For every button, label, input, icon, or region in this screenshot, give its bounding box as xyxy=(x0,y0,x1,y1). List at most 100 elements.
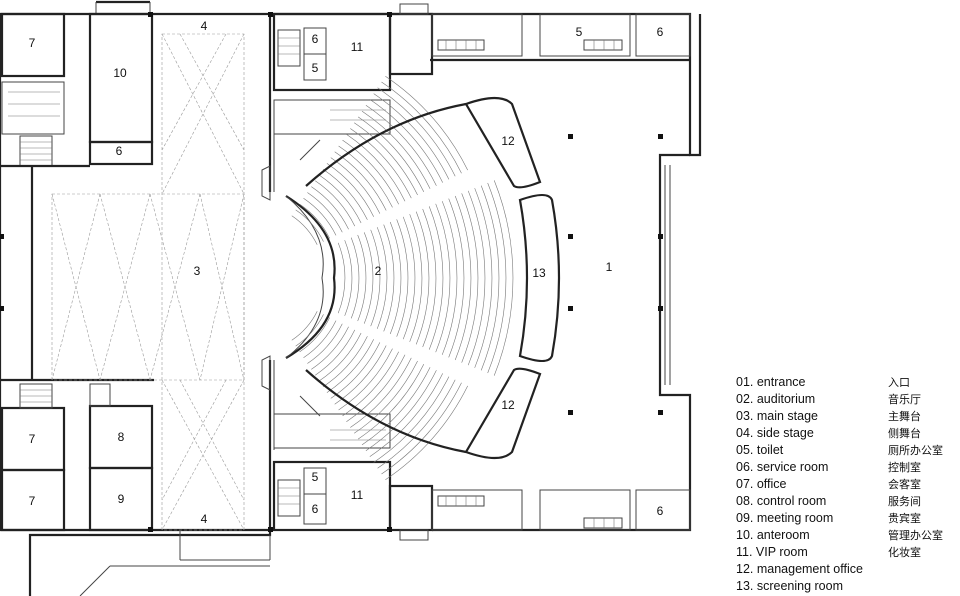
legend-label-zh: 管理办公室 xyxy=(888,529,943,542)
stage-grid xyxy=(51,33,245,531)
legend-label: 13. screening room xyxy=(736,579,844,593)
legend-label: 06. service room xyxy=(736,460,829,474)
label-office-c: 7 xyxy=(29,494,36,508)
seat-row xyxy=(291,215,318,245)
legend-row: 10. anteroom 管理办公室 xyxy=(736,527,958,544)
seat-row xyxy=(338,145,393,208)
seat-row xyxy=(357,363,425,440)
seat-row xyxy=(467,190,486,366)
legend-label: 10. anteroom xyxy=(736,528,810,542)
legend-row: 07. office 会客室 xyxy=(736,476,958,493)
legend-row: 12. management office xyxy=(736,561,958,578)
label-office-b: 7 xyxy=(29,432,36,446)
legend-row: 05. toilet 厕所办公室 xyxy=(736,442,958,459)
legend-row: 13. screening room xyxy=(736,578,958,595)
seat-row xyxy=(422,208,437,348)
legend-row: 06. service room 控制室 xyxy=(736,459,958,476)
label-service-bottom-right: 6 xyxy=(657,504,664,518)
seat-row xyxy=(389,221,402,335)
legend-row: 04. side stage 侧舞台 xyxy=(736,425,958,442)
seat-row xyxy=(357,234,367,322)
seat-row xyxy=(299,317,330,353)
seat-row xyxy=(299,203,330,239)
seat-row xyxy=(461,193,479,363)
seat-row xyxy=(326,163,374,217)
seat-row xyxy=(428,206,444,350)
seat-row xyxy=(303,320,337,358)
label-side-stage-top: 4 xyxy=(201,19,208,33)
seat-row xyxy=(334,151,387,211)
seat-row xyxy=(435,203,451,353)
legend-row: 08. control room 服务间 xyxy=(736,493,958,510)
seat-row xyxy=(334,345,387,405)
seat-rows xyxy=(291,75,514,481)
label-anteroom: 10 xyxy=(113,66,127,80)
seat-row xyxy=(338,348,393,411)
top-right-rooms xyxy=(388,3,691,76)
label-service-top-left: 6 xyxy=(312,32,319,46)
seat-row xyxy=(337,242,346,314)
seat-row xyxy=(396,219,409,337)
legend-label-zh: 化妆室 xyxy=(888,546,921,559)
seat-row xyxy=(346,134,406,202)
seat-row xyxy=(365,105,437,186)
seat-row xyxy=(354,122,418,196)
legend-label: 09. meeting room xyxy=(736,511,834,525)
seat-row xyxy=(350,237,360,319)
legend-row: 09. meeting room 贵宾室 xyxy=(736,510,958,527)
seat-row xyxy=(322,168,368,220)
seat-row xyxy=(311,186,349,230)
legend-label: 12. management office xyxy=(736,562,863,576)
seat-row xyxy=(342,351,399,417)
seat-row xyxy=(441,201,458,355)
seat-row xyxy=(346,354,406,422)
seat-row xyxy=(454,195,472,361)
label-vip-bottom: 11 xyxy=(351,488,364,502)
label-service-top-right: 6 xyxy=(657,25,664,39)
seat-row xyxy=(295,209,324,242)
legend-row: 01. entrance 入口 xyxy=(736,374,958,391)
legend-label: 07. office xyxy=(736,477,787,491)
seat-row xyxy=(370,229,381,327)
seat-row xyxy=(322,336,368,388)
seat-row xyxy=(385,385,468,481)
seat-row xyxy=(357,116,425,193)
seat-row xyxy=(361,110,431,189)
legend-label: 08. control room xyxy=(736,494,827,508)
seat-row xyxy=(377,379,456,469)
seat-row xyxy=(344,240,353,316)
seat-row xyxy=(303,198,337,236)
seat-row xyxy=(385,75,468,171)
seat-row xyxy=(307,192,343,233)
seat-row xyxy=(448,198,465,358)
seat-row xyxy=(373,93,450,180)
label-management-bottom: 12 xyxy=(501,398,515,412)
seat-row xyxy=(361,367,431,446)
seat-row xyxy=(369,99,443,183)
label-main-stage: 3 xyxy=(194,264,201,278)
seat-row xyxy=(291,311,318,341)
seat-row xyxy=(311,326,349,370)
seat-row xyxy=(402,216,416,340)
legend-row: 02. auditorium 音乐厅 xyxy=(736,391,958,408)
label-office-a: 7 xyxy=(29,36,36,50)
label-entrance: 1 xyxy=(606,260,613,274)
seat-row xyxy=(315,329,356,376)
seat-row xyxy=(318,174,362,224)
legend-label: 02. auditorium xyxy=(736,392,816,406)
legend-label-zh: 服务间 xyxy=(888,495,921,508)
seat-row xyxy=(350,128,412,199)
label-management-top: 12 xyxy=(501,134,515,148)
seat-row xyxy=(363,232,374,324)
legend-label-zh: 侧舞台 xyxy=(888,427,921,440)
label-vip-top: 11 xyxy=(351,40,364,54)
seat-row xyxy=(365,370,437,451)
legend-label-zh: 音乐厅 xyxy=(888,393,921,406)
structural-columns xyxy=(0,12,663,532)
seat-row xyxy=(350,357,412,428)
label-auditorium: 2 xyxy=(375,264,382,278)
label-toilet-top-right: 5 xyxy=(576,25,583,39)
seat-row xyxy=(480,185,500,371)
label-service-left: 6 xyxy=(116,144,123,158)
seat-row xyxy=(295,314,324,347)
